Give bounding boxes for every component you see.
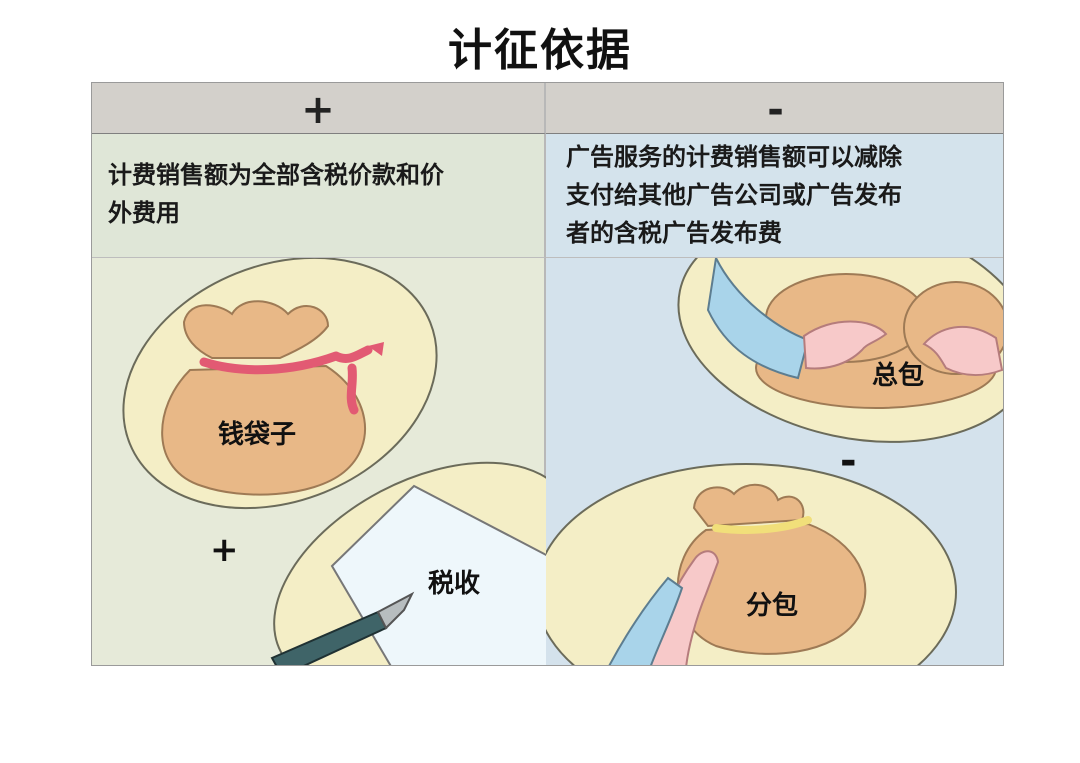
minus-sign: - bbox=[767, 87, 784, 133]
money-and-tax-illustration: 钱袋子 + 税收 bbox=[122, 258, 546, 665]
money-bag-label: 钱袋子 bbox=[218, 420, 296, 450]
left-illustration: 钱袋子 + 税收 bbox=[92, 257, 546, 665]
general-package-label: 总包 bbox=[872, 360, 924, 391]
plus-sign: + bbox=[301, 87, 335, 133]
right-desc-line-3: 者的含税广告发布费 bbox=[566, 219, 782, 247]
left-description: 计费销售额为全部含税价款和价 外费用 bbox=[92, 133, 546, 257]
package-illustration: 总包 - 分包 bbox=[546, 258, 1003, 665]
right-illustration: 总包 - 分包 bbox=[546, 257, 1003, 665]
illustration-minus-sign: - bbox=[840, 438, 857, 484]
tax-label: 税收 bbox=[428, 569, 480, 599]
left-desc-line-2: 外费用 bbox=[108, 199, 180, 227]
right-desc-line-2: 支付给其他广告公司或广告发布 bbox=[566, 181, 902, 209]
left-desc-line-1: 计费销售额为全部含税价款和价 bbox=[108, 161, 444, 189]
comparison-table: + - 计费销售额为全部含税价款和价 外费用 广告服务的计费销售额可以减除 支付… bbox=[91, 82, 1004, 666]
right-desc-line-1: 广告服务的计费销售额可以减除 bbox=[566, 143, 902, 171]
header-minus-cell: - bbox=[546, 83, 1003, 133]
sleeve-icon bbox=[706, 258, 810, 380]
cuff-icon bbox=[608, 576, 684, 665]
pen-icon bbox=[270, 591, 415, 665]
right-description: 广告服务的计费销售额可以减除 支付给其他广告公司或广告发布 者的含税广告发布费 bbox=[546, 133, 1003, 257]
subpackage-icon bbox=[676, 484, 867, 655]
illustration-plus-sign: + bbox=[210, 530, 239, 570]
page-title: 计征依据 bbox=[448, 25, 632, 76]
subpackage-label: 分包 bbox=[746, 590, 798, 621]
left-hand-icon bbox=[802, 320, 888, 370]
right-hand-icon bbox=[922, 325, 1003, 376]
header-plus-cell: + bbox=[92, 83, 546, 133]
money-bag-icon bbox=[161, 300, 384, 496]
